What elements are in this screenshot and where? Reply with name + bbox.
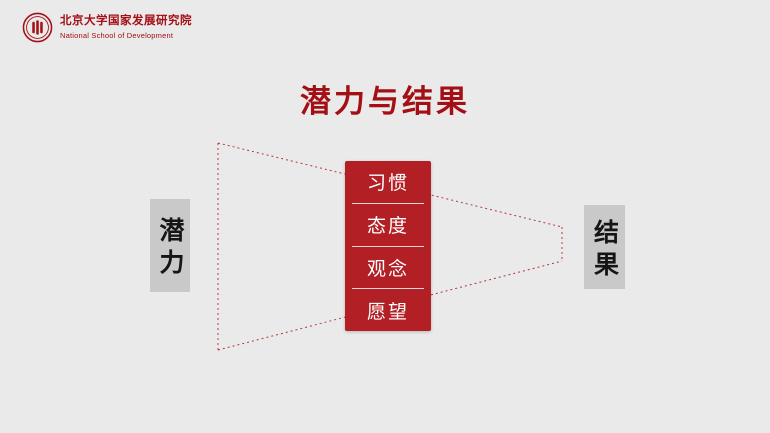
logo-org-name-en: National School of Development — [60, 30, 174, 40]
factor-item-habit: 习惯 — [366, 173, 409, 195]
potential-box: 潜力 — [150, 199, 190, 292]
factor-item-concept: 观念 — [366, 258, 409, 280]
factor-divider — [352, 245, 424, 247]
result-box: 结果 — [584, 205, 625, 289]
logo: 北京大学国家发展研究院 National School of Developme… — [22, 12, 192, 43]
factor-divider — [352, 288, 424, 290]
factors-box: 习惯 态度 观念 愿望 — [345, 161, 431, 331]
factor-item-attitude: 态度 — [366, 216, 409, 238]
factor-item-wish: 愿望 — [366, 301, 409, 323]
factor-divider — [352, 202, 424, 204]
result-label: 结果 — [590, 218, 619, 283]
logo-text: 北京大学国家发展研究院 National School of Developme… — [60, 15, 192, 39]
logo-org-name-cn: 北京大学国家发展研究院 — [60, 15, 192, 28]
slide-title: 潜力与结果 — [300, 84, 470, 119]
potential-label: 潜力 — [156, 217, 184, 281]
university-seal-icon — [22, 12, 53, 43]
